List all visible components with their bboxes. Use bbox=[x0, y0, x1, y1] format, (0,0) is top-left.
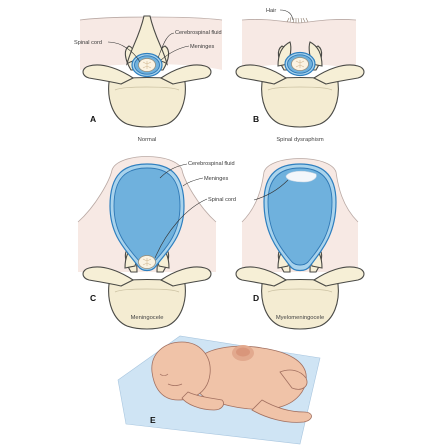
panel-letter-e: E bbox=[150, 415, 156, 425]
hair-tuft bbox=[286, 16, 309, 24]
panel-letter-c: C bbox=[90, 293, 96, 303]
spinal-cord-c bbox=[138, 255, 156, 269]
label-meninges-c: Meninges bbox=[204, 176, 228, 182]
panel-letter-a: A bbox=[90, 114, 96, 124]
caption-d: Myelomeningocele bbox=[276, 315, 324, 321]
label-hair: Hair bbox=[266, 8, 276, 14]
label-csf-c: Cerebrospinal fluid bbox=[188, 161, 235, 167]
spread-cord-tissue bbox=[285, 170, 317, 183]
label-spinal-cord-c: Spinal cord bbox=[208, 197, 236, 203]
caption-c: Meningocele bbox=[131, 315, 164, 321]
panel-c-meningocele: Cerebrospinal fluid Meninges Spinal cord… bbox=[77, 156, 236, 330]
panel-a-normal: Spinal cord Cerebrospinal fluid Meninges… bbox=[74, 15, 223, 143]
label-meninges: Meninges bbox=[190, 44, 214, 50]
panel-d-myelomeningocele: D Myelomeningocele bbox=[235, 158, 365, 330]
caption-a: Normal bbox=[138, 137, 157, 143]
panel-letter-d: D bbox=[253, 293, 259, 303]
panel-letter-b: B bbox=[253, 114, 259, 124]
myelo-csf bbox=[267, 167, 333, 266]
spinal-cord bbox=[138, 58, 156, 72]
panel-e-infant: E bbox=[117, 335, 321, 445]
spinal-cord-b bbox=[291, 57, 309, 71]
label-spinal-cord: Spinal cord bbox=[74, 40, 102, 46]
caption-b: Spinal dysraphism bbox=[276, 137, 324, 143]
panel-b-dysraphism: Hair B Spinal dysraphism bbox=[235, 8, 365, 143]
infant-head bbox=[151, 341, 211, 401]
label-csf: Cerebrospinal fluid bbox=[175, 30, 222, 36]
